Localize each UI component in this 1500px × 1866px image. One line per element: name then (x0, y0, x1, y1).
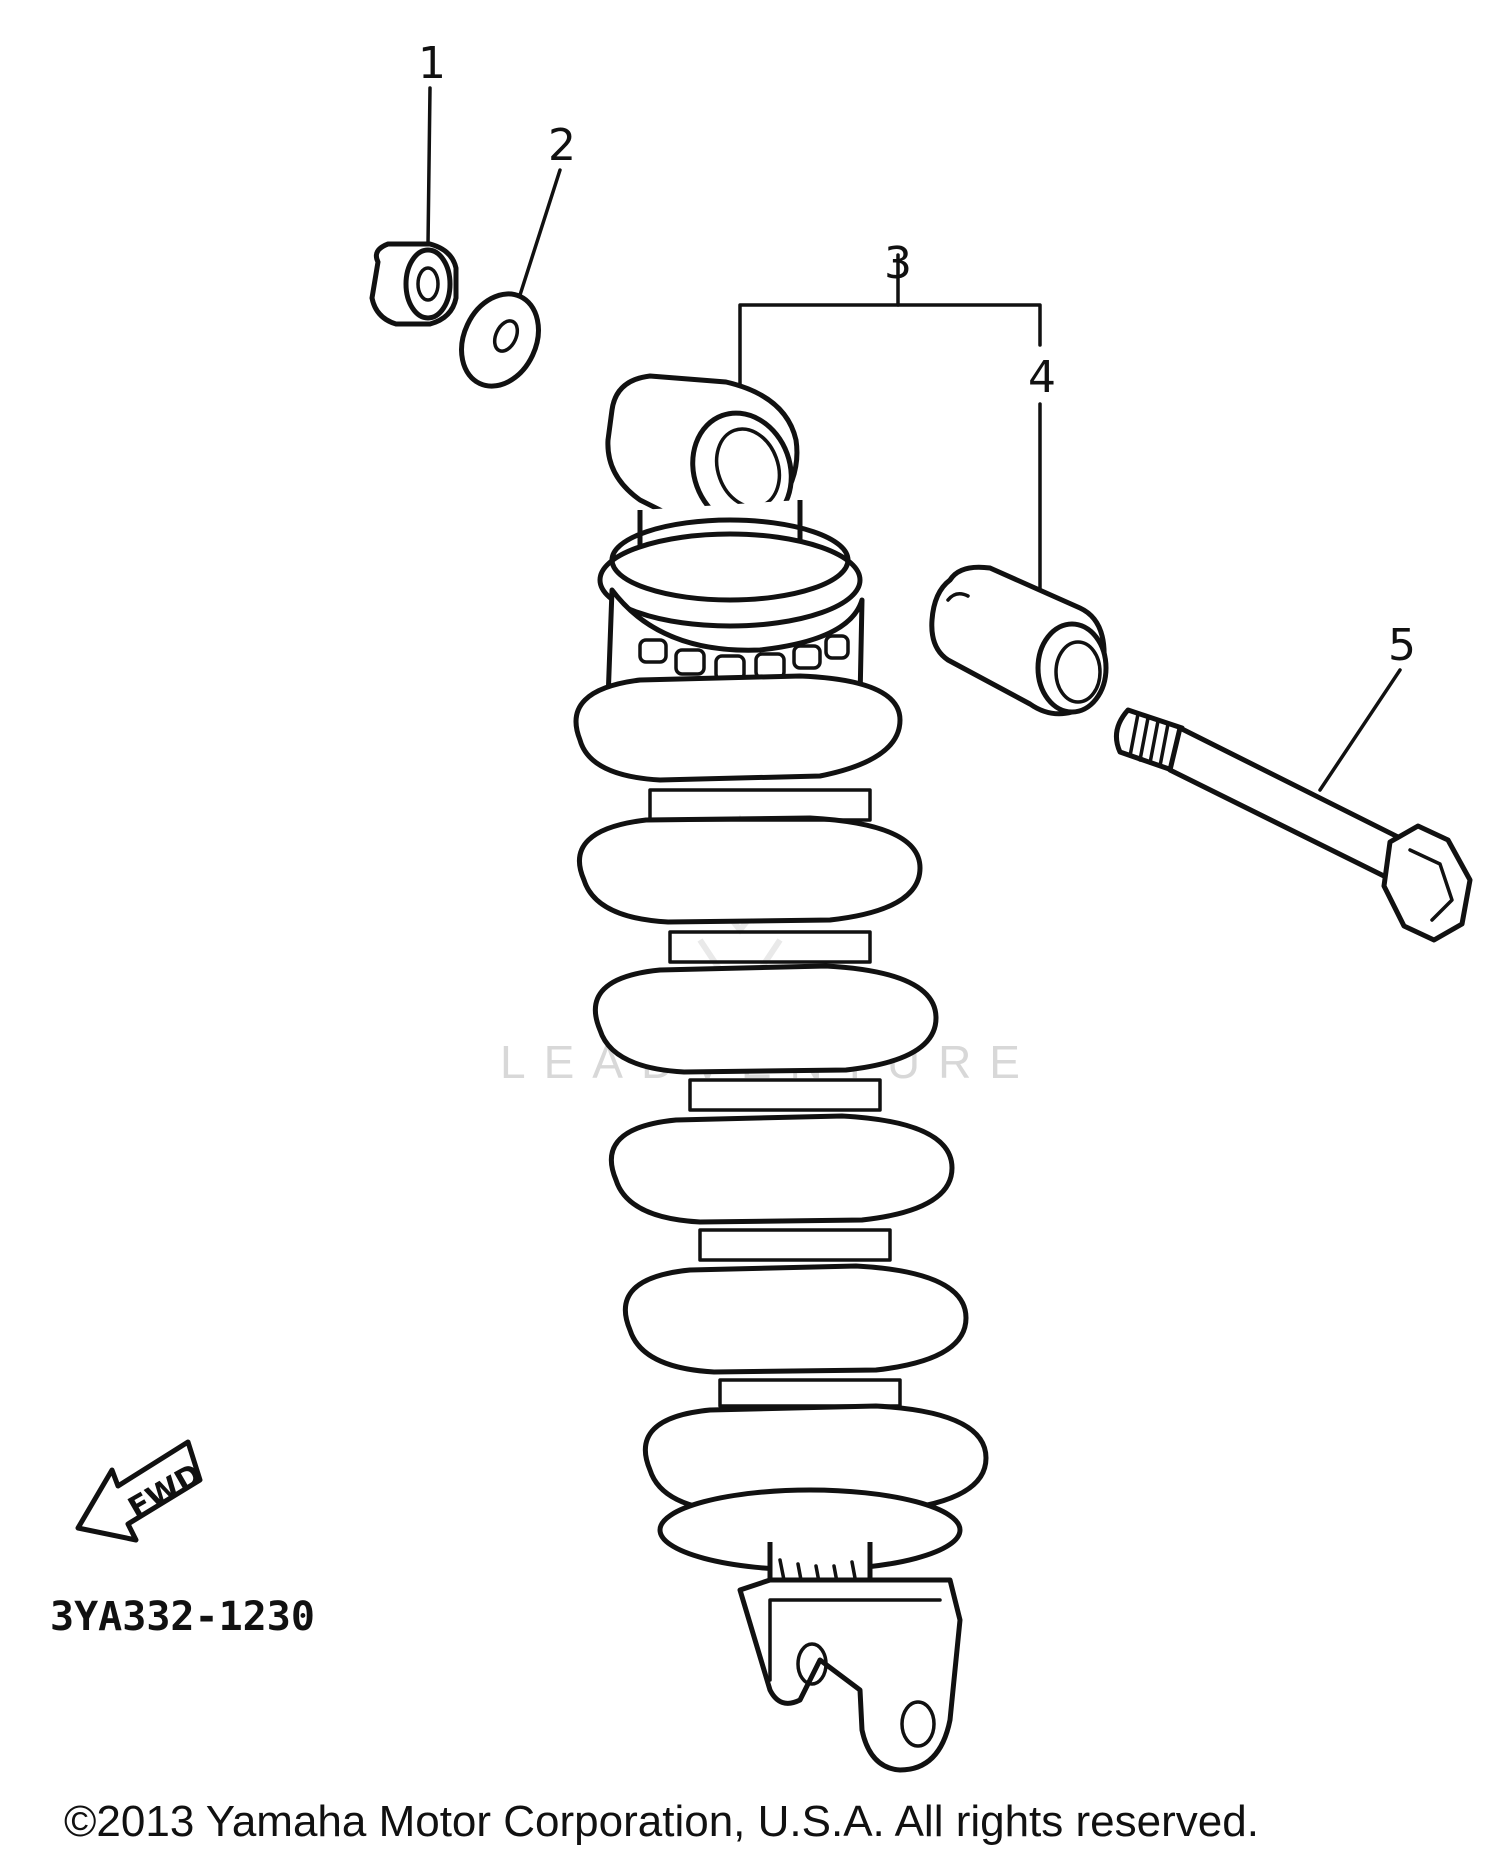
copyright-notice: ©2013 Yamaha Motor Corporation, U.S.A. A… (64, 1797, 1259, 1846)
callout-3: 5 (1318, 620, 1416, 792)
callout-4: 2 (518, 120, 576, 297)
callout-number-5: 1 (418, 38, 446, 89)
collar-part[interactable] (929, 564, 1109, 717)
callout-5: 1 (418, 38, 446, 247)
shock-absorber-part[interactable] (573, 373, 989, 1773)
diagram-code: 3YA332-1230 (50, 1594, 315, 1640)
callout-2: 4 (1028, 352, 1056, 592)
washer-part[interactable] (447, 281, 553, 398)
callout-1: 3 (738, 238, 1042, 387)
forward-direction-arrow-icon: FWD (75, 1439, 208, 1543)
bolt-part[interactable] (1113, 707, 1473, 943)
callout-number-3: 5 (1388, 620, 1416, 671)
callout-number-4: 2 (548, 120, 576, 171)
callout-number-2: 4 (1028, 352, 1056, 403)
coil-spring (573, 673, 989, 1515)
nut-part[interactable] (369, 241, 459, 327)
